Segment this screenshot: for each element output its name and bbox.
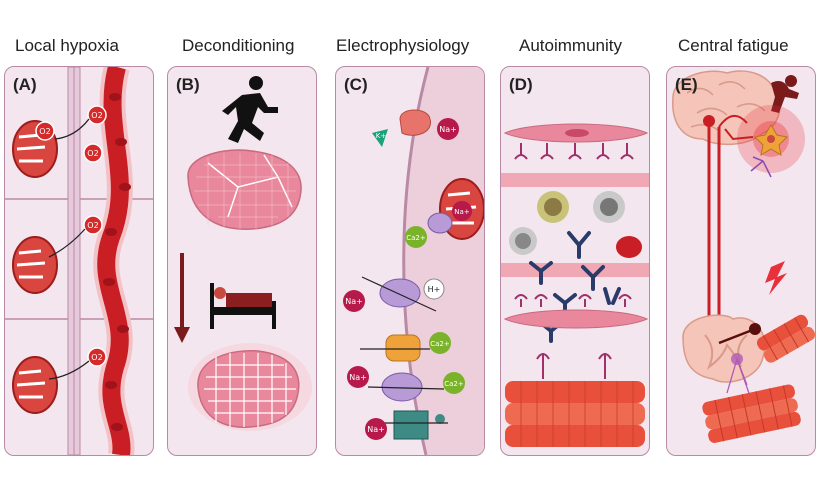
receptors <box>536 353 612 379</box>
lymphocyte <box>593 191 625 223</box>
svg-text:Ca2+: Ca2+ <box>406 234 426 242</box>
calcium-ion: Ca2+ <box>443 372 465 394</box>
receptors <box>514 143 634 160</box>
calcium-channel <box>385 334 421 362</box>
panel-d-autoimmunity: (D) <box>500 66 650 456</box>
muscle-fiber-bundle <box>702 384 801 443</box>
svg-text:H+: H+ <box>428 285 441 294</box>
svg-text:O2: O2 <box>91 353 102 362</box>
central-fatigue-illustration <box>672 70 815 443</box>
lymphocyte <box>509 227 537 255</box>
panel-a-local-hypoxia: O2 O2 O2 O2 O2 (A) <box>4 66 154 456</box>
receptors <box>514 294 632 307</box>
panel-label-a: (A) <box>13 75 37 94</box>
calcium-channel <box>427 212 453 234</box>
hypoxia-illustration: O2 O2 O2 O2 O2 <box>5 67 153 455</box>
muscle-fiber-bundle <box>756 314 815 363</box>
mitochondrion <box>12 356 58 414</box>
panel-b-deconditioning: (B) <box>167 66 317 456</box>
panel-label-c: (C) <box>344 75 368 94</box>
diffusion-arrow <box>48 118 90 380</box>
electrophysiology-illustration: K+ Na+ Na+ Ca2+ Na+ H+ Ca2+ Na+ <box>343 67 484 455</box>
ion-pump <box>399 109 431 136</box>
svg-text:Na+: Na+ <box>439 125 457 134</box>
oxygen-molecule: O2 <box>83 215 103 235</box>
panel-e-central-fatigue: (E) <box>666 66 816 456</box>
panel-label-d: (D) <box>509 75 533 94</box>
red-blood-cell <box>616 236 642 258</box>
svg-text:K+: K+ <box>376 132 387 140</box>
oxygen-molecule: O2 <box>35 121 55 141</box>
svg-text:Ca2+: Ca2+ <box>444 380 464 388</box>
exchange-arrow <box>361 276 437 312</box>
sodium-ion: Na+ <box>437 118 459 140</box>
svg-text:Na+: Na+ <box>454 208 470 216</box>
sodium-ion: Na+ <box>365 418 387 440</box>
svg-text:Na+: Na+ <box>345 297 363 306</box>
svg-text:O2: O2 <box>39 127 50 136</box>
title-autoimmunity: Autoimmunity <box>519 36 622 55</box>
healthy-muscle-cross-section <box>187 149 302 230</box>
mitochondrion <box>12 236 58 294</box>
title-deconditioning: Deconditioning <box>182 36 295 55</box>
muscle-fibers <box>505 381 645 447</box>
bed-rest-icon <box>210 283 276 329</box>
sodium-ion: Na+ <box>347 366 369 388</box>
brain-icon <box>672 70 781 146</box>
channel-gate <box>435 414 445 424</box>
running-person-icon <box>222 76 278 143</box>
cell-interior <box>403 67 484 455</box>
calcium-ion: Ca2+ <box>405 226 427 248</box>
decline-arrowhead <box>174 327 190 343</box>
lymphocyte <box>537 191 569 223</box>
exchange-arrow <box>367 386 445 390</box>
lightning-icon <box>765 261 787 295</box>
vessel-wall <box>501 173 649 187</box>
cell-nucleus <box>565 129 589 137</box>
sodium-ion: Na+ <box>452 201 472 221</box>
oxygen-molecule: O2 <box>83 143 103 163</box>
deconditioning-illustration <box>174 76 312 431</box>
calcium-ion: Ca2+ <box>429 332 451 354</box>
vessel-wall <box>501 263 649 277</box>
sodium-ion: Na+ <box>343 290 365 312</box>
svg-text:O2: O2 <box>87 221 98 230</box>
svg-text:O2: O2 <box>91 111 102 120</box>
svg-text:Ca2+: Ca2+ <box>430 340 450 348</box>
panel-label-b: (B) <box>176 75 200 94</box>
title-electrophysiology: Electrophysiology <box>336 36 470 55</box>
neuron <box>750 156 772 178</box>
sodium-hydrogen-exchanger <box>379 278 421 308</box>
panel-label-e: (E) <box>675 75 698 94</box>
sodium-channel <box>393 410 429 440</box>
microglia-cell <box>753 124 789 157</box>
panel-c-electrophysiology: K+ Na+ Na+ Ca2+ Na+ H+ Ca2+ Na+ <box>335 66 485 456</box>
oxygen-molecule: O2 <box>87 347 107 367</box>
svg-text:Na+: Na+ <box>349 373 367 382</box>
red-blood-cells <box>103 93 131 431</box>
autoimmunity-illustration <box>501 123 649 447</box>
oxygen-molecule: O2 <box>87 105 107 125</box>
atrophied-muscle-cross-section <box>188 343 312 431</box>
potassium-ion: K+ <box>372 129 388 147</box>
endothelial-cell <box>503 309 649 329</box>
svg-text:Na+: Na+ <box>367 425 385 434</box>
tired-person-icon <box>771 75 799 113</box>
title-local-hypoxia: Local hypoxia <box>15 36 119 55</box>
motor-axon <box>718 327 756 345</box>
title-central-fatigue: Central fatigue <box>678 36 789 55</box>
hydrogen-ion: H+ <box>423 278 445 300</box>
svg-text:O2: O2 <box>87 149 98 158</box>
